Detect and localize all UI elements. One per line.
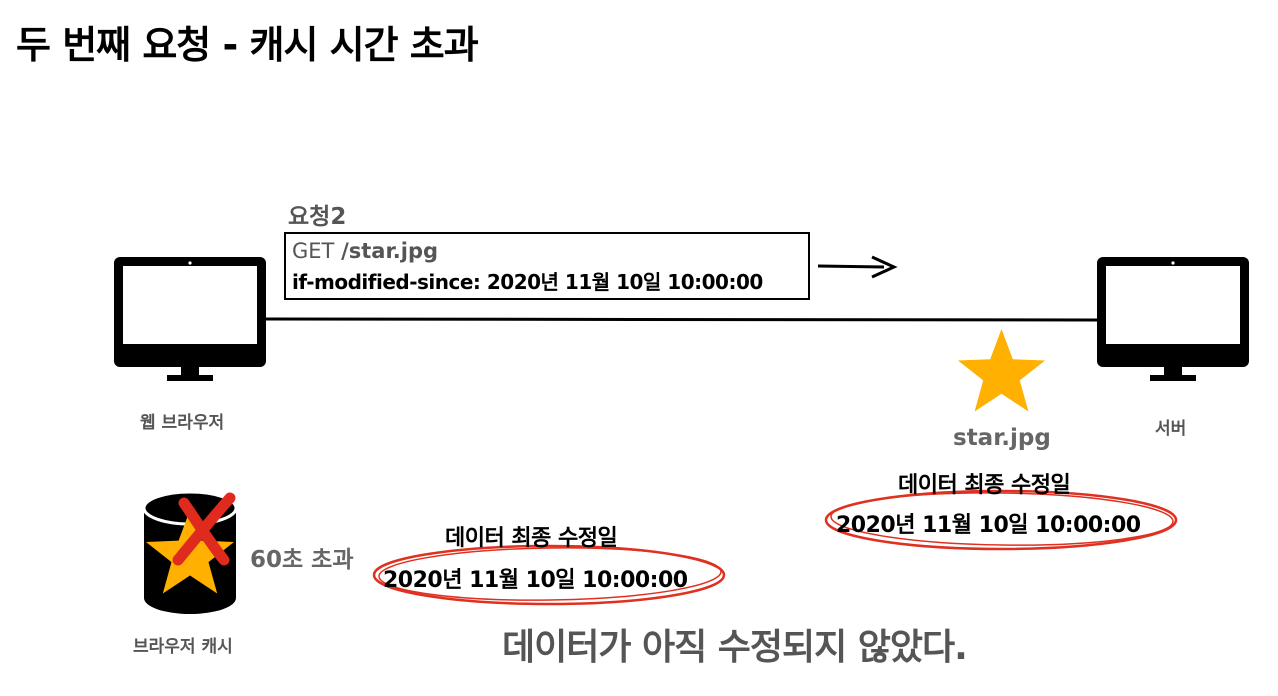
cache-date-highlight [372, 544, 726, 606]
page-title: 두 번째 요청 - 캐시 시간 초과 [16, 23, 479, 67]
server-last-modified-value: 2020년 11월 10일 10:00:00 [836, 513, 1141, 538]
conclusion-text: 데이터가 아직 수정되지 않았다. [502, 627, 968, 668]
request-line: GET /star.jpg [292, 239, 802, 263]
request-method: GET [292, 239, 335, 263]
cache-label: 브라우저 캐시 [133, 637, 233, 657]
expired-cross-icon [172, 492, 236, 566]
request-message-box: GET /star.jpg if-modified-since: 2020년 1… [284, 232, 810, 300]
cache-last-modified-value: 2020년 11월 10일 10:00:00 [383, 568, 688, 593]
server-file-name: star.jpg [953, 425, 1051, 451]
star-image-icon [958, 329, 1045, 412]
client-label: 웹 브라우저 [140, 413, 225, 433]
server-date-highlight [824, 489, 1178, 551]
request-arrow [817, 255, 898, 279]
cache-last-modified-heading: 데이터 최종 수정일 [445, 526, 618, 551]
if-modified-since-header: if-modified-since: 2020년 11월 10일 10:00:0… [292, 270, 763, 294]
server-monitor-icon [1097, 257, 1249, 381]
server-last-modified-heading: 데이터 최종 수정일 [898, 473, 1071, 498]
request-path: /star.jpg [341, 239, 439, 263]
cache-expired-text: 60초 초과 [250, 547, 354, 573]
connection-line [265, 317, 1098, 322]
request-label: 요청2 [288, 204, 347, 230]
client-monitor-icon [114, 257, 266, 381]
server-label: 서버 [1155, 419, 1187, 439]
